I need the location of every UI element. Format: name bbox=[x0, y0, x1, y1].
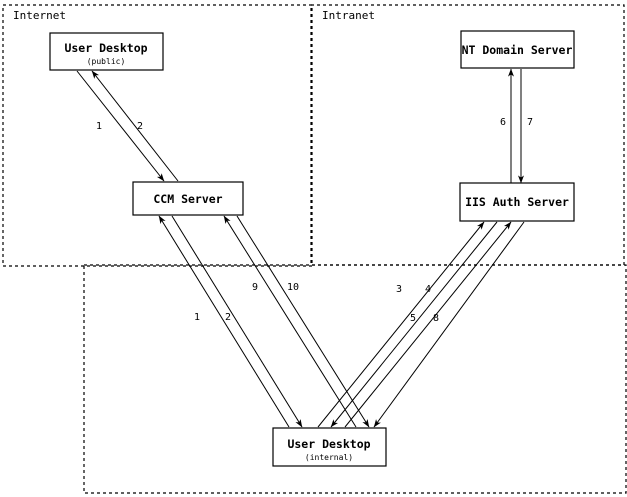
node-iis-auth-server[interactable]: IIS Auth Server bbox=[459, 182, 575, 222]
flow-arrow-flow-9 bbox=[223, 215, 357, 428]
flow-label-flow-5: 5 bbox=[410, 313, 416, 324]
node-box-ccm-server[interactable] bbox=[132, 181, 244, 216]
flow-label-flow-1-public: 1 bbox=[96, 121, 102, 132]
flow-arrow-flow-1-public bbox=[76, 70, 165, 182]
zone-intranet: Intranet bbox=[310, 4, 625, 266]
flow-label-flow-7: 7 bbox=[527, 117, 533, 128]
flow-label-flow-4: 4 bbox=[425, 284, 431, 295]
node-label-user-desktop-internal: User Desktop bbox=[287, 437, 370, 451]
node-ccm-server[interactable]: CCM Server bbox=[132, 181, 244, 216]
node-label-iis-auth-server: IIS Auth Server bbox=[465, 195, 569, 209]
flow-arrow-flow-2-internal bbox=[171, 215, 303, 428]
flow-label-flow-2-public: 2 bbox=[137, 121, 143, 132]
flow-label-flow-6: 6 bbox=[500, 117, 506, 128]
flow-arrow-flow-2-public bbox=[91, 70, 179, 182]
flow-arrow-flow-3 bbox=[317, 221, 485, 428]
node-label-user-desktop-public: User Desktop bbox=[64, 41, 147, 55]
node-box-iis-auth-server[interactable] bbox=[459, 182, 575, 222]
edges-layer bbox=[76, 68, 525, 428]
flow-arrow-flow-10 bbox=[236, 215, 370, 428]
nodes-layer: User Desktop (public) CCM Server NT Domain … bbox=[49, 30, 575, 467]
zone-label-internet: Internet bbox=[13, 9, 66, 22]
zones-layer: Internet Intranet bbox=[2, 4, 627, 494]
node-label-ccm-server: CCM Server bbox=[153, 192, 222, 206]
flow-arrow-flow-5 bbox=[344, 221, 512, 428]
flow-label-flow-1-internal: 1 bbox=[194, 312, 200, 323]
flow-arrow-flow-1-internal bbox=[158, 215, 290, 428]
flow-label-flow-8: 8 bbox=[433, 313, 439, 324]
zone-internal-lan bbox=[83, 264, 627, 494]
flow-label-flow-9: 9 bbox=[252, 282, 258, 293]
flow-arrow-flow-8 bbox=[373, 221, 525, 428]
flow-label-flow-3: 3 bbox=[396, 284, 402, 295]
node-box-nt-domain-server[interactable] bbox=[460, 30, 575, 69]
zone-label-intranet: Intranet bbox=[322, 9, 375, 22]
zone-internet: Internet bbox=[2, 4, 313, 267]
node-sublabel-user-desktop-internal: (internal) bbox=[305, 453, 353, 462]
node-user-desktop-internal[interactable]: User Desktop (internal) bbox=[272, 427, 387, 467]
flow-label-flow-2-internal: 2 bbox=[225, 312, 231, 323]
node-box-user-desktop-public[interactable] bbox=[49, 32, 164, 71]
edge-labels-layer: 1 2 1 2 9 10 3 4 5 8 6 7 bbox=[96, 117, 533, 324]
flow-label-flow-10: 10 bbox=[287, 282, 299, 293]
node-nt-domain-server[interactable]: NT Domain Server bbox=[460, 30, 575, 69]
node-sublabel-user-desktop-public: (public) bbox=[87, 57, 126, 66]
node-user-desktop-public[interactable]: User Desktop (public) bbox=[49, 32, 164, 71]
node-box-user-desktop-internal[interactable] bbox=[272, 427, 387, 467]
zone-boundary-internet bbox=[2, 4, 313, 267]
zone-boundary-internal-lan bbox=[83, 264, 627, 494]
flow-arrow-flow-4 bbox=[330, 221, 498, 428]
zone-boundary-intranet bbox=[310, 4, 625, 266]
node-label-nt-domain-server: NT Domain Server bbox=[462, 43, 573, 57]
